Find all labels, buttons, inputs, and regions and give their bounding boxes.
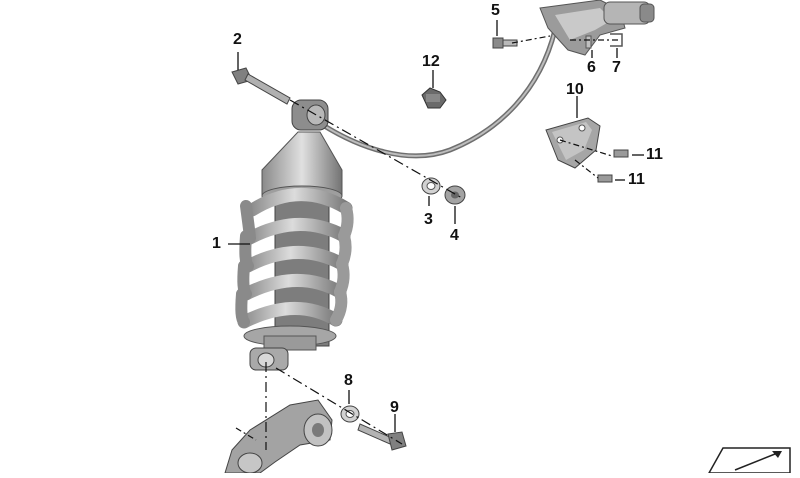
callout-7[interactable]: 7 <box>612 59 621 76</box>
callout-6[interactable]: 6 <box>587 59 596 76</box>
callout-2[interactable]: 2 <box>233 31 242 48</box>
callout-5[interactable]: 5 <box>491 2 500 19</box>
lower-mount-icon[interactable] <box>224 399 333 474</box>
clip-icon[interactable] <box>421 87 447 109</box>
callout-12[interactable]: 12 <box>422 53 440 70</box>
sensor-cable <box>312 27 558 159</box>
callout-3[interactable]: 3 <box>424 211 433 228</box>
washer-icon[interactable] <box>421 177 441 195</box>
shock-absorber-icon[interactable] <box>235 99 354 371</box>
washer-icon[interactable] <box>340 405 360 423</box>
nut-icon[interactable] <box>444 185 466 205</box>
callout-11-upper[interactable]: 11 <box>646 146 663 163</box>
bracket-icon[interactable] <box>545 117 601 169</box>
exploded-view-corner-icon[interactable] <box>707 447 791 474</box>
bolt-icon[interactable] <box>492 37 518 49</box>
leader-lines <box>228 20 644 432</box>
callout-1[interactable]: 1 <box>212 235 221 252</box>
bolt-icon[interactable] <box>231 67 291 105</box>
assembly-lines <box>235 35 618 450</box>
bolt-icon[interactable] <box>357 423 407 451</box>
callout-11-lower[interactable]: 11 <box>628 171 645 188</box>
callout-10[interactable]: 10 <box>566 81 584 98</box>
callout-8[interactable]: 8 <box>344 372 353 389</box>
callout-9[interactable]: 9 <box>390 399 399 416</box>
screw-icon[interactable] <box>597 149 629 183</box>
sensor-icon[interactable] <box>539 0 655 56</box>
clip-icon[interactable] <box>585 33 623 49</box>
callout-4[interactable]: 4 <box>450 227 459 244</box>
